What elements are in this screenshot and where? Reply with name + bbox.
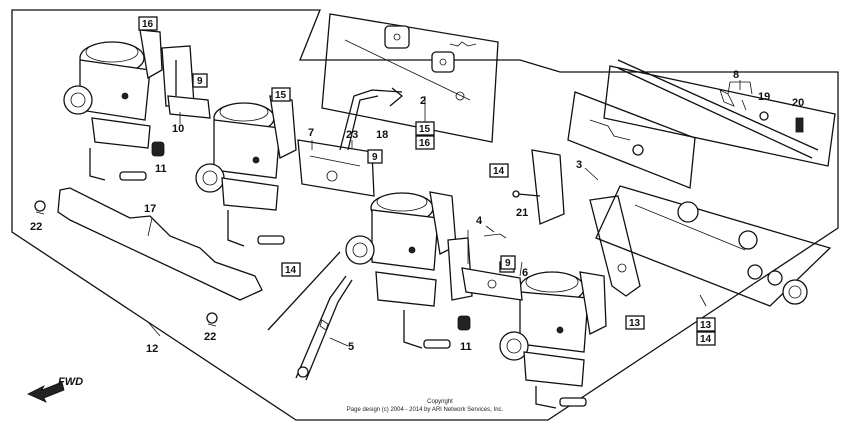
part-number: 2: [420, 95, 426, 107]
link-bracket-panel: [531, 91, 832, 307]
boxed-part-number: 9: [505, 258, 511, 269]
throttle-cable: [267, 251, 353, 381]
boxed-number-labels: 16 9 15 9 9 14 14 13 15 16 13 14: [138, 16, 716, 346]
part-number: 6: [522, 267, 528, 279]
part-number: 23: [346, 129, 358, 141]
part-number: 10: [172, 123, 184, 135]
copyright-line-2: Page design (c) 2004 - 2014 by ARI Netwo…: [347, 407, 504, 413]
boxed-part-number: 16: [142, 19, 154, 30]
leader-lines: [147, 80, 753, 347]
part-number: 8: [733, 69, 739, 81]
carburetor-4: [499, 271, 607, 409]
part-number: 22: [30, 221, 42, 233]
boxed-part-number: 14: [700, 334, 712, 345]
carburetor-2: [195, 95, 297, 247]
carburetor-3: [345, 191, 457, 349]
part-number-labels: 2 3 4 5 6 7 8 10 11 11 12 17 18 19 20 21…: [30, 69, 804, 355]
part-number: 20: [792, 97, 804, 109]
boxed-part-number: 14: [493, 166, 505, 177]
throttle-bracket: [161, 45, 404, 197]
boxed-part-number: 9: [197, 76, 203, 87]
boxed-part-number: 14: [285, 265, 297, 276]
part-number: 3: [576, 159, 582, 171]
fwd-arrow: FWD: [27, 376, 83, 403]
copyright-line-1: Copyright: [427, 399, 453, 405]
carburetor-1: [63, 29, 163, 181]
boxed-part-number: 15: [275, 90, 287, 101]
part-number: 5: [348, 341, 354, 353]
part-number: 11: [460, 341, 472, 353]
throttle-plate-panel: [321, 13, 499, 143]
boxed-part-number: 13: [629, 318, 641, 329]
boxed-part-number: 16: [419, 138, 431, 149]
choke-rod-panel: [603, 59, 836, 167]
part-number: 12: [146, 343, 158, 355]
outer-frame: [11, 9, 839, 421]
part-number: 11: [155, 163, 167, 175]
small-parts: [34, 111, 804, 331]
part-number: 22: [204, 331, 216, 343]
left-bracket-rail: [57, 187, 263, 301]
part-number: 4: [476, 215, 483, 227]
fwd-label: FWD: [58, 376, 83, 388]
part-number: 17: [144, 203, 156, 215]
center-bracket: [447, 230, 523, 301]
boxed-part-number: 15: [419, 124, 431, 135]
boxed-part-number: 9: [372, 152, 378, 163]
part-number: 21: [516, 207, 528, 219]
boxed-part-number: 13: [700, 320, 712, 331]
part-number: 19: [758, 91, 770, 103]
part-number: 18: [376, 129, 388, 141]
part-number: 7: [308, 127, 314, 139]
